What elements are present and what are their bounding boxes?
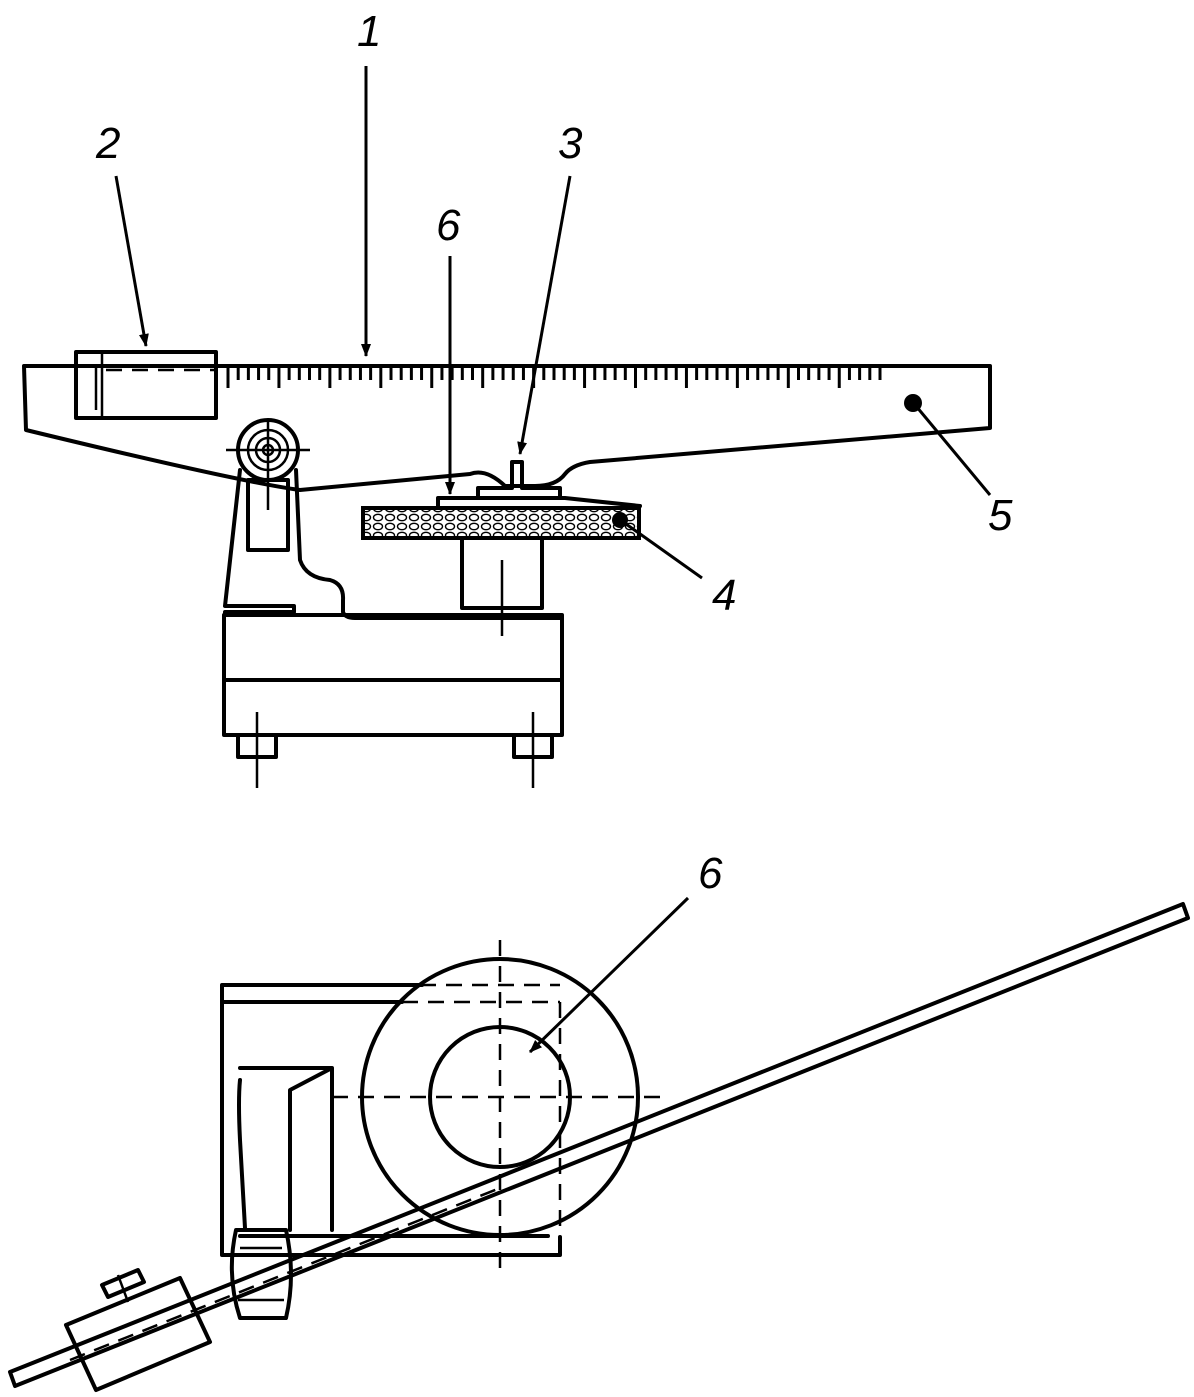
side-view <box>22 350 992 788</box>
arrow-2 <box>114 175 149 347</box>
plan-frame <box>220 983 562 1257</box>
base-block <box>222 613 564 788</box>
label-3: 3 <box>558 119 583 168</box>
leader-lines <box>114 66 992 1054</box>
roller <box>229 1228 293 1320</box>
stand-bracket <box>223 468 296 617</box>
label-2: 2 <box>95 119 120 168</box>
lever-arm <box>22 364 992 492</box>
scale-ticks <box>226 368 882 388</box>
sample-holder <box>361 506 641 540</box>
leader-4 <box>625 522 703 580</box>
specimen-strip <box>436 496 642 510</box>
rod-weight <box>64 1268 212 1392</box>
label-5: 5 <box>988 491 1013 540</box>
plan-view <box>8 902 1190 1392</box>
label-1: 1 <box>357 7 381 56</box>
label-6-top: 6 <box>436 201 461 250</box>
arrow-6-bottom <box>528 896 690 1054</box>
sliding-weight <box>74 350 218 420</box>
label-4: 4 <box>712 571 736 620</box>
lever-rod <box>8 902 1190 1388</box>
label-6-bottom: 6 <box>698 849 723 898</box>
arrow-3 <box>517 175 572 455</box>
leader-5 <box>914 405 992 496</box>
indenter <box>476 460 562 500</box>
